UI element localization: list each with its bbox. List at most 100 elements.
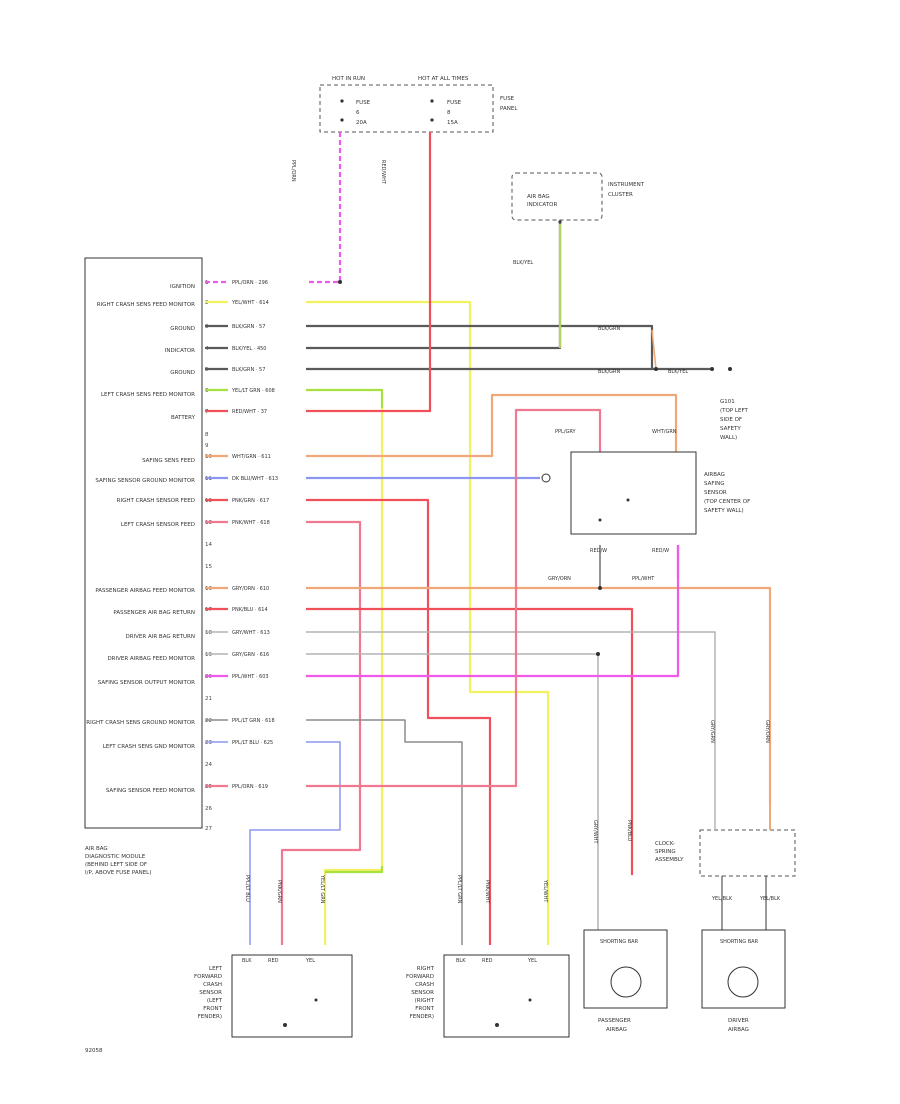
- module-pin-number: 9: [205, 443, 209, 449]
- module-label: LEFT CRASH SENS FEED MONITOR: [101, 392, 195, 398]
- clockspring-label-2: SPRING: [655, 849, 676, 855]
- wire-color-label: WHT/GRN · 611: [232, 454, 271, 460]
- sensor-label-line: FENDER): [410, 1014, 434, 1020]
- module-label: SAFING SENSOR GROUND MONITOR: [95, 478, 195, 484]
- right-sensor-ground: [495, 1023, 499, 1027]
- module-pin-number: 22: [205, 718, 212, 724]
- wire-left-crash-monitor-3: [325, 866, 384, 874]
- wire-color-label: PNK/BLU · 614: [232, 607, 268, 613]
- wire-color-label: BLK/GRN · 57: [232, 367, 265, 373]
- wire-ignition: [205, 132, 342, 284]
- module-label: RIGHT CRASH SENS GROUND MONITOR: [86, 720, 195, 726]
- fuse-panel-label-2: PANEL: [500, 106, 518, 112]
- module-label: PASSENGER AIR BAG RETURN: [113, 610, 195, 616]
- ground-icon: [728, 367, 732, 371]
- figure-id: 92058: [85, 1048, 103, 1054]
- sensor-label-line: FORWARD: [194, 974, 222, 980]
- driver-airbag-icon: [727, 966, 759, 998]
- wire-color-label: GRY/WHT · 613: [232, 630, 270, 636]
- module-pin-number: 14: [205, 542, 212, 548]
- left-crash-sensor: BLK RED YEL LEFTFORWARDCRASHSENSOR(LEFTF…: [194, 954, 353, 1038]
- fuse-left-number: 6: [356, 110, 360, 116]
- ground-label-1: G101: [720, 399, 735, 405]
- diagnostic-module-outline: [84, 257, 203, 829]
- ground-splice: [654, 367, 658, 371]
- ground-label-2: (TOP LEFT: [720, 408, 749, 414]
- vertical-wire-label: GRY/GRN: [709, 720, 715, 743]
- wire-safing-feed: [205, 393, 678, 458]
- vertical-wire-label: PNK/BLU: [626, 820, 632, 842]
- fuse-left-terminal: [340, 99, 344, 103]
- instrument-cluster-outline: [511, 172, 603, 221]
- cluster-wire-label: BLK/YEL: [513, 260, 533, 266]
- sensor-label-line: FENDER): [198, 1014, 222, 1020]
- safing-pin-left: RED/W: [590, 548, 607, 554]
- right-sensor-pin-1: BLK: [456, 958, 466, 964]
- left-sensor-pin-2: RED: [268, 958, 279, 964]
- module-caption-4: I/P, ABOVE FUSE PANEL): [85, 870, 151, 876]
- wire-label-background: [228, 518, 306, 525]
- ground-wire-label-2: BLK/GRN: [598, 369, 621, 375]
- wire-color-label: PNK/GRN · 617: [232, 498, 269, 504]
- module-pin-number: 18: [205, 630, 212, 636]
- wire-passenger-feed: [205, 586, 772, 805]
- wire-left-crash-ground: [205, 741, 341, 945]
- vertical-wire-label: YEL/LT GRN: [319, 874, 325, 904]
- right-crash-sensor: BLK RED YEL RIGHTFORWARDCRASHSENSOR(RIGH…: [406, 954, 570, 1038]
- right-sensor-label-group: RIGHTFORWARDCRASHSENSOR(RIGHTFRONTFENDER…: [406, 966, 435, 1020]
- wire-color-label: PPL/ORN · 296: [232, 280, 268, 286]
- wire-ground-1: [205, 324, 654, 368]
- wire-color-label: DK BLU/WHT · 613: [232, 476, 278, 482]
- wire-label-background: [228, 298, 306, 305]
- module-label: DRIVER AIR BAG RETURN: [125, 634, 195, 640]
- wire-color-label: PPL/ORN · 619: [232, 784, 268, 790]
- safing-wire-out-right: PPL/WHT: [632, 576, 655, 582]
- sensor-label-line: FRONT: [203, 1006, 222, 1012]
- module-pin-number: 26: [205, 806, 212, 812]
- fuse-panel-outline: [319, 84, 494, 133]
- splice-dot: [338, 280, 342, 284]
- wire-label-background: [228, 672, 306, 679]
- instrument-cluster-label-1: INSTRUMENT: [608, 182, 645, 188]
- vertical-wire-label: RED/WHT: [380, 160, 386, 185]
- ground-label-4: SAFETY: [720, 426, 741, 432]
- sensor-label-line: (RIGHT: [415, 998, 435, 1004]
- safing-sensor-label-3: SENSOR: [704, 490, 727, 496]
- driver-airbag-label-2: AIRBAG: [728, 1027, 749, 1033]
- module-label: INDICATOR: [165, 348, 195, 354]
- airbag-indicator-label-1: AIR BAG: [527, 194, 550, 200]
- left-sensor-ground: [283, 1023, 287, 1027]
- vertical-wire-label: PNK/WHT: [484, 880, 490, 904]
- clockspring-assembly: CLOCK- SPRING ASSEMBLY YEL/BLK YEL/BLK: [655, 805, 796, 930]
- wire-color-label: PPL/LT GRN · 618: [232, 718, 275, 724]
- wire-color-label: YEL/LT GRN · 608: [231, 388, 275, 394]
- safing-sensor-terminal: [598, 518, 602, 522]
- wire-label-background: [228, 605, 306, 612]
- fuse-right-name: FUSE: [447, 100, 462, 106]
- wire-passenger-return: [205, 607, 634, 875]
- wire-left-crash-feed: [205, 520, 362, 945]
- ground-point: BLK/GRN BLK/GRN BLK/YEL G101 (TOP LEFT S…: [598, 326, 749, 441]
- vertical-wire-label: YEL/WHT: [542, 879, 548, 903]
- wire-label-background: [228, 738, 306, 745]
- clockspring-label-1: CLOCK-: [655, 841, 675, 847]
- airbag-indicator-label-2: INDICATOR: [527, 202, 557, 208]
- clockspring-pin-right: YEL/BLK: [759, 896, 781, 902]
- right-crash-sensor-outline: [443, 954, 570, 1038]
- wire-label-background: [228, 407, 306, 414]
- ground-label-3: SIDE OF: [720, 417, 742, 423]
- passenger-airbag: SHORTING BAR PASSENGER AIRBAG: [583, 929, 668, 1033]
- safing-pin-right: RED/W: [652, 548, 669, 554]
- ground-terminal: [710, 367, 714, 371]
- wire-color-label: YEL/WHT · 614: [231, 300, 269, 306]
- sensor-label-line: RIGHT: [417, 966, 435, 972]
- module-pin-number: 21: [205, 696, 212, 702]
- safing-sensor-label-5: SAFETY WALL): [704, 508, 744, 514]
- ground-label-5: WALL): [720, 435, 737, 441]
- wire-right-crash-monitor: [205, 300, 550, 945]
- fuse-left-name: FUSE: [356, 100, 371, 106]
- safing-wire-out-left: GRY/ORN: [548, 576, 571, 582]
- right-sensor-center: [528, 998, 532, 1002]
